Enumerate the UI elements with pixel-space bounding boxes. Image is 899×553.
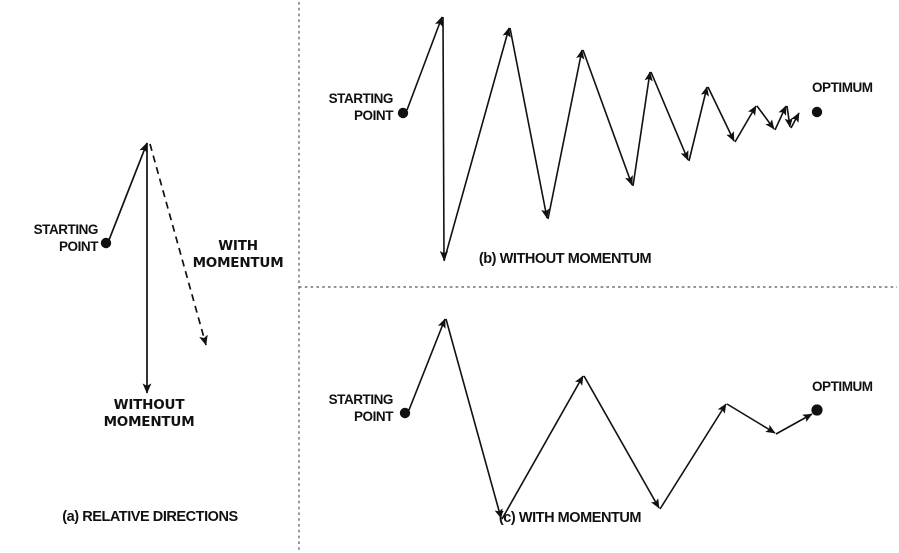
panel-b-caption: (b) WITHOUT MOMENTUM — [478, 251, 652, 267]
panel-a-start-dot — [100, 237, 112, 249]
panel-c-vectors — [399, 318, 823, 520]
panel-a-starting-point-label: STARTING POINT — [33, 222, 99, 254]
panel-b-start-dot — [397, 107, 409, 119]
panel-b-starting-point-label: STARTING POINT — [328, 91, 394, 123]
panel-c-start-dot — [399, 407, 411, 419]
panel-c-optimum-label: OPTIMUM — [812, 379, 873, 394]
panel-c-optimum-dot — [811, 404, 823, 416]
panel-c-zigzag-path — [408, 318, 813, 520]
panel-c-caption: (c) WITH MOMENTUM — [498, 510, 642, 526]
panel-a-caption: (a) RELATIVE DIRECTIONS — [62, 509, 238, 525]
panel-b-vectors — [397, 16, 823, 262]
panel-a-with-momentum-arrow — [149, 143, 208, 346]
panel-b-optimum-label: OPTIMUM — [812, 80, 873, 95]
panel-a-ascent-arrow — [108, 142, 148, 241]
panel-a-vectors — [100, 142, 208, 394]
panel-a-with-momentum-label: WITH MOMENTUM — [192, 238, 284, 271]
panel-c-starting-point-label: STARTING POINT — [328, 392, 394, 424]
panel-b-optimum-dot — [811, 106, 823, 118]
panel-a-without-momentum-label: WITHOUT MOMENTUM — [103, 397, 195, 430]
panel-b-zigzag-path — [406, 16, 800, 262]
